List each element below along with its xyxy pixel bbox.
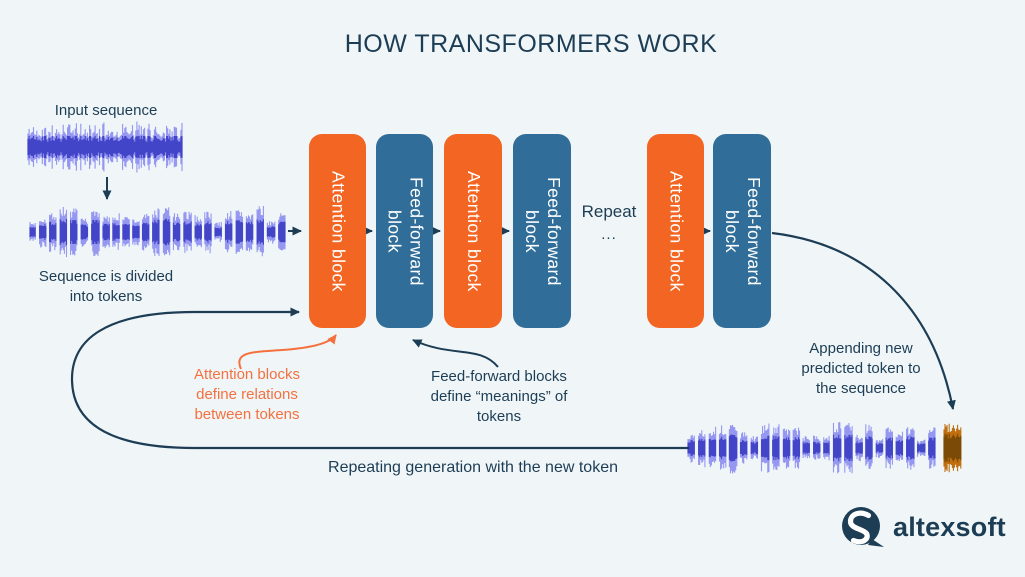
append-token-curve-arrow (771, 231, 956, 410)
input-waveform (27, 121, 183, 173)
attention-block-2: Attention block (444, 134, 502, 328)
repeat-label: Repeat (581, 202, 637, 221)
appending-note: Appending new predicted token to the seq… (801, 340, 921, 397)
attention-block-1-label: Attention block (328, 170, 349, 292)
sequence-divided-label: Sequence is divided into tokens (38, 268, 174, 305)
attention-note-arrow (238, 334, 337, 370)
feedforward-block-1-label: Feed-forward block (384, 176, 427, 286)
feedforward-note: Feed-forward blocks define “meanings” of… (430, 368, 568, 425)
feedforward-block-2: Feed-forward block (513, 134, 571, 328)
feedforward-block-3: Feed-forward block (713, 134, 771, 328)
attention-block-3: Attention block (647, 134, 704, 328)
altexsoft-logo: altexsoft (839, 503, 1006, 551)
new-token-waveform (943, 423, 962, 473)
output-waveform (687, 422, 936, 474)
feedforward-block-3-label: Feed-forward block (722, 176, 764, 286)
attention-block-3-label: Attention block (666, 170, 687, 292)
feedback-loop-arrow (70, 307, 689, 450)
feedforward-note-arrow (412, 339, 499, 368)
feedforward-block-2-label: Feed-forward block (522, 176, 564, 286)
page-title: HOW TRANSFORMERS WORK (344, 30, 718, 58)
attention-block-2-label: Attention block (463, 170, 484, 292)
attention-block-1: Attention block (309, 134, 366, 328)
altexsoft-logo-text: altexsoft (893, 511, 1006, 542)
token-waveform (29, 206, 286, 258)
attention-note: Attention blocks define relations betwee… (194, 366, 300, 423)
feedforward-block-1: Feed-forward block (376, 134, 433, 328)
input-sequence-label: Input sequence (54, 102, 158, 119)
repeat-ellipsis: ... (601, 226, 617, 243)
altexsoft-logo-mark (842, 507, 884, 547)
repeating-note: Repeating generation with the new token (328, 459, 618, 476)
